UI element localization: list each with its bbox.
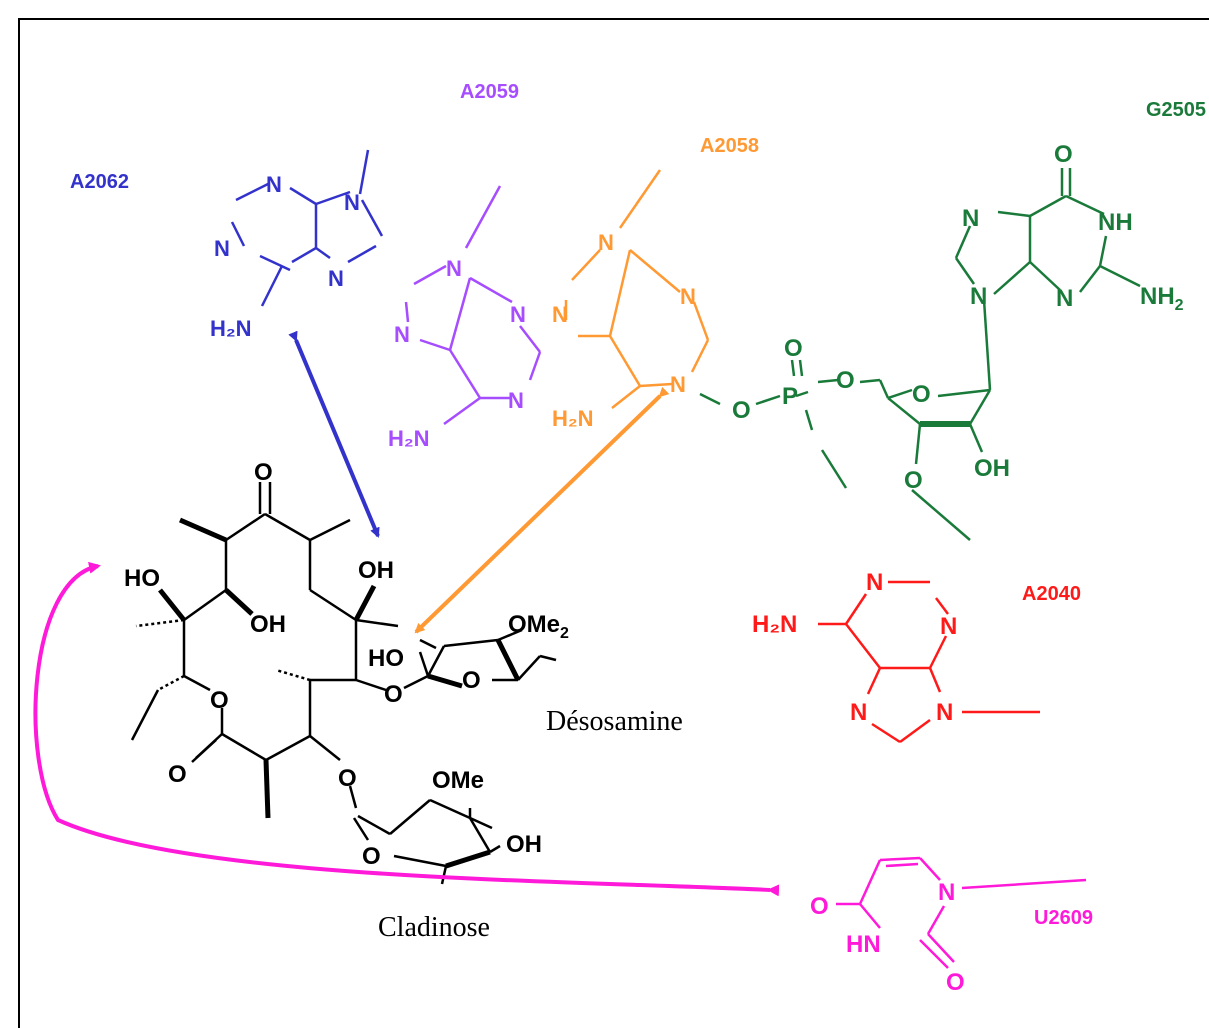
atom-phosphate-o-top: O <box>784 335 803 362</box>
atom-ring-o: O <box>210 687 229 714</box>
atom-phosphate-o-right: O <box>836 367 855 394</box>
interaction-arrows <box>33 330 780 897</box>
atom-o-desosamine: O <box>384 681 403 708</box>
atom-nh: NH <box>1098 209 1133 236</box>
nucleotide-label: A2058 <box>700 135 759 157</box>
atom-nh2: NH2 <box>1140 283 1184 314</box>
atom-o4: O <box>810 893 829 920</box>
macrolide-core: O HO OH OH O O O O <box>124 459 403 819</box>
arrow-a2058-to-desosamine <box>414 386 670 634</box>
atom-n1: N <box>670 372 686 397</box>
atom-n7: N <box>850 699 867 726</box>
atom-n1: N <box>938 879 955 906</box>
atom-n9: N <box>344 190 360 215</box>
atom-n3: N <box>680 284 696 309</box>
atom-n7: N <box>328 266 344 291</box>
nucleotide-label: A2059 <box>460 81 519 103</box>
sugar-name: Cladinose <box>378 912 490 943</box>
atom-ribose-o: O <box>912 381 931 408</box>
atom-ho: HO <box>368 645 404 672</box>
atom-hn: HN <box>846 931 881 958</box>
atom-n3: N <box>510 302 526 327</box>
nucleotide-a2040: A2040 H₂N N N N N <box>752 569 1081 744</box>
atom-nh2: H₂N <box>210 316 252 341</box>
figure-frame <box>18 18 1209 1028</box>
atom-ome2: OMe2 <box>508 611 569 642</box>
nucleotide-g2505: G2505 <box>732 99 1206 541</box>
atom-lactone-o: O <box>168 761 187 788</box>
atom-phosphorus: P <box>782 383 798 410</box>
nucleotide-u2609: U2609 O N HN O <box>810 856 1093 996</box>
atom-n9: N <box>446 256 462 281</box>
atom-n9: N <box>970 283 987 310</box>
atom-nh2: H₂N <box>552 406 594 431</box>
nucleotide-a2058: A2058 N N N N H₂N <box>552 135 759 431</box>
atom-oh: OH <box>974 455 1010 482</box>
nucleotide-a2059: A2059 N N N N H₂N <box>388 81 542 451</box>
atom-ho-left: HO <box>124 565 160 592</box>
atom-ome: OMe <box>432 767 484 794</box>
atom-ring-o: O <box>462 667 481 694</box>
sugar-name: Désosamine <box>546 706 683 737</box>
atom-n7: N <box>962 205 979 232</box>
atom-o2: O <box>946 969 965 996</box>
nucleotide-label: U2609 <box>1034 907 1093 929</box>
arrow-a2062-to-oh <box>288 330 380 538</box>
atom-nh2: H₂N <box>752 611 797 638</box>
atom-ketone-o: O <box>254 459 273 486</box>
atom-n3: N <box>1056 285 1073 312</box>
nucleotide-label: A2040 <box>1022 583 1081 605</box>
atom-n1: N <box>266 172 282 197</box>
atom-n9: N <box>936 699 953 726</box>
desosamine-sugar: HO O OMe2 Désosamine <box>368 611 683 737</box>
atom-n3: N <box>940 613 957 640</box>
atom-oh-inner: OH <box>250 611 286 638</box>
atom-oh: OH <box>506 831 542 858</box>
atom-phosphate-o-left: O <box>732 397 751 424</box>
atom-o6: O <box>1054 141 1073 168</box>
atom-o-cladinose: O <box>338 765 357 792</box>
arrow-u2609-to-macrolide <box>33 561 780 897</box>
atom-n1: N <box>866 569 883 596</box>
atom-ring-o: O <box>362 843 381 870</box>
nucleotide-a2062: A2062 N N N N H₂N <box>70 149 384 341</box>
atom-oh-right: OH <box>358 557 394 584</box>
atom-n7: N <box>552 302 568 327</box>
atom-n1: N <box>508 388 524 413</box>
nucleotide-label: A2062 <box>70 171 129 193</box>
cladinose-sugar: OMe O OH Cladinose <box>352 767 542 943</box>
atom-nh2: H₂N <box>388 426 430 451</box>
atom-n7: N <box>394 322 410 347</box>
atom-n3: N <box>214 236 230 261</box>
atom-methoxy-o: O <box>904 467 923 494</box>
nucleotide-label: G2505 <box>1146 99 1206 121</box>
atom-n9: N <box>598 230 614 255</box>
